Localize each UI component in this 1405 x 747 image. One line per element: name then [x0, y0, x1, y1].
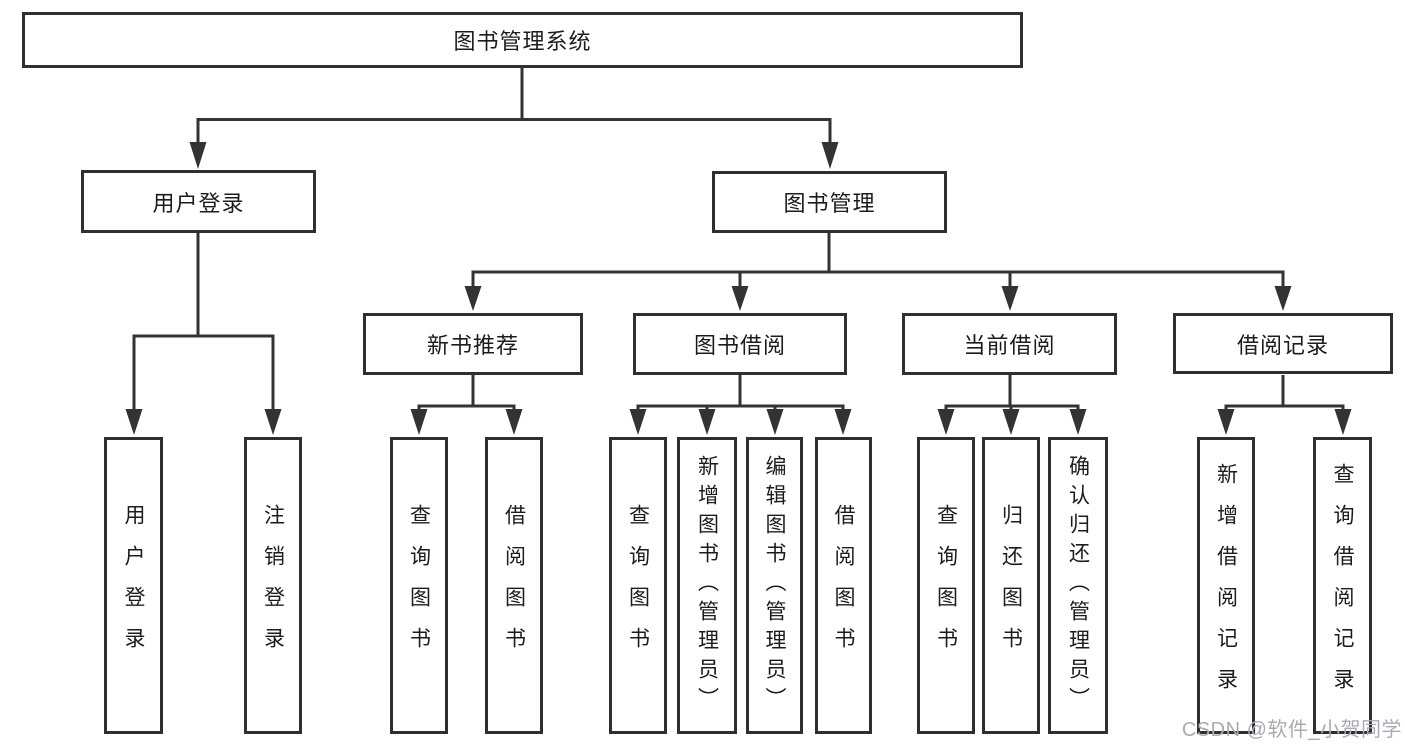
- arrowhead-leaf-c2: [698, 409, 716, 435]
- leaf-query-book-2: 查询图书: [609, 437, 667, 734]
- node-book-borrow-label: 图书借阅: [693, 333, 786, 358]
- leaf-borrow-book-2: 借阅图书: [815, 437, 872, 734]
- arrowhead-leaf-a1: [125, 409, 143, 435]
- leaf-query-book-3: 查询图书: [917, 437, 975, 734]
- arrowhead-leaf-b2: [505, 409, 523, 435]
- node-current-borrow-label: 当前借阅: [963, 333, 1056, 358]
- node-new-book-recommend-label: 新书推荐: [426, 333, 519, 358]
- leaf-query-borrow-record: 查询借阅记录: [1313, 437, 1372, 734]
- connector-level2-bar: [471, 270, 1285, 289]
- leaf-logout: 注销登录: [244, 437, 302, 734]
- arrowhead-leaf-b1: [410, 409, 428, 435]
- node-borrow-record-label: 借阅记录: [1236, 332, 1329, 358]
- leaf-query-book-1: 查询图书: [390, 437, 448, 734]
- leaf-add-book-admin: 新增图书（管理员）: [677, 437, 737, 734]
- node-root-label: 图书管理系统: [453, 29, 592, 54]
- csdn-watermark: CSDN @软件_小贺同学: [1181, 719, 1402, 741]
- arrowhead-new-book: [464, 286, 482, 311]
- node-new-book-recommend: 新书推荐: [363, 313, 583, 375]
- connector-bookborrow-bar: [636, 404, 845, 412]
- arrowhead-leaf-d1: [937, 409, 955, 435]
- node-root-system: 图书管理系统: [22, 12, 1023, 68]
- leaf-edit-book-admin: 编辑图书（管理员）: [746, 437, 803, 734]
- arrowhead-leaf-c4: [834, 409, 852, 435]
- node-book-borrow: 图书借阅: [633, 313, 847, 375]
- arrowhead-leaf-c1: [629, 409, 647, 435]
- connector-level1-bar: [196, 118, 832, 146]
- arrowhead-leaf-c3: [766, 409, 784, 435]
- node-current-borrow: 当前借阅: [902, 313, 1117, 375]
- arrowhead-borrow-record: [1274, 286, 1292, 311]
- node-user-login-label: 用户登录: [152, 190, 245, 216]
- arrowhead-book-borrow: [731, 286, 749, 311]
- leaf-confirm-return-admin: 确认归还（管理员）: [1048, 437, 1108, 734]
- leaf-borrow-book-1: 借阅图书: [485, 437, 543, 734]
- arrowhead-leaf-d3: [1069, 409, 1087, 435]
- connector-newbook-bar: [417, 404, 516, 412]
- node-borrow-record: 借阅记录: [1173, 313, 1393, 374]
- arrowhead-leaf-d2: [1002, 409, 1020, 435]
- node-book-management: 图书管理: [712, 171, 947, 233]
- arrowhead-leaf-a2: [264, 409, 282, 435]
- arrowhead-book-mgmt: [821, 142, 839, 169]
- arrowhead-user-login: [189, 142, 207, 169]
- leaf-add-borrow-record: 新增借阅记录: [1197, 437, 1255, 734]
- node-user-login: 用户登录: [81, 170, 316, 233]
- arrowhead-leaf-e1: [1217, 409, 1235, 435]
- node-book-management-label: 图书管理: [783, 191, 876, 216]
- leaf-user-login: 用户登录: [104, 437, 163, 734]
- connector-userlogin-bar: [132, 334, 275, 412]
- arrowhead-current-borrow: [1001, 286, 1019, 311]
- leaf-return-book: 归还图书: [982, 437, 1040, 734]
- connector-borrowrecord-bar: [1224, 404, 1345, 412]
- arrowhead-leaf-e2: [1334, 409, 1352, 435]
